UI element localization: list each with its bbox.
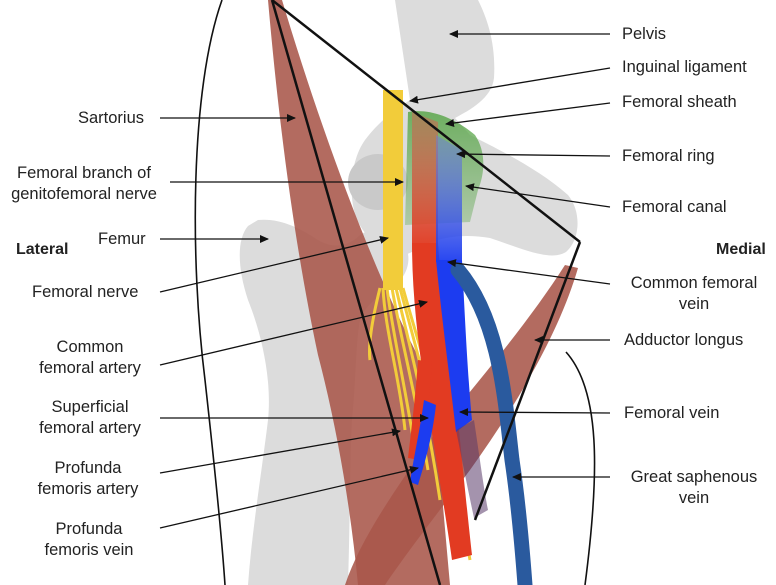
label-pfv-line2: femoris vein [44, 541, 134, 559]
adductor-border-line [473, 241, 582, 521]
label-common-femoral-vein: Common femoral vein [622, 273, 766, 315]
thigh-outline-right [565, 351, 596, 585]
label-femoral-branch-line1: Femoral branch of [17, 164, 151, 182]
label-inguinal-ligament: Inguinal ligament [622, 58, 747, 76]
label-gsv-line2: vein [678, 489, 710, 507]
common-femoral-artery [412, 112, 438, 245]
thigh-outline-left [194, 0, 226, 585]
label-adductor-longus: Adductor longus [624, 331, 744, 349]
label-common-femoral-artery: Common femoral artery [30, 337, 150, 379]
label-femoral-ring: Femoral ring [622, 147, 715, 165]
label-pfa-line2: femoris artery [37, 480, 139, 498]
label-great-saphenous-vein: Great saphenous vein [622, 467, 766, 509]
label-superficial-femoral-artery: Superficial femoral artery [28, 397, 152, 439]
label-sfa-line2: femoral artery [39, 419, 141, 437]
great-saphenous-vein [450, 262, 533, 585]
label-cfa-line2: femoral artery [39, 359, 141, 377]
label-femoral-nerve: Femoral nerve [32, 283, 139, 301]
label-femoral-vein: Femoral vein [624, 404, 720, 422]
common-femoral-vein [436, 135, 462, 262]
label-cfa-line1: Common [56, 338, 124, 356]
label-pfv-line1: Profunda [55, 520, 123, 538]
vein-shadow [456, 420, 488, 518]
inguinal-ligament-line [271, 0, 581, 243]
label-sartorius: Sartorius [78, 109, 145, 127]
label-femur: Femur [98, 230, 146, 248]
femoral-vein [436, 260, 472, 432]
label-femoral-sheath: Femoral sheath [622, 93, 737, 111]
label-pfa-line1: Profunda [54, 459, 122, 477]
label-pelvis: Pelvis [622, 25, 667, 43]
label-femoral-branch-line2: genitofemoral nerve [11, 185, 157, 203]
label-profunda-femoris-vein: Profunda femoris vein [30, 519, 148, 561]
superficial-femoral-artery [412, 243, 472, 560]
label-femoral-canal: Femoral canal [622, 198, 727, 216]
profunda-femoris-artery [408, 360, 432, 460]
label-gsv-line1: Great saphenous [630, 468, 758, 486]
lateral-label: Lateral [16, 241, 69, 258]
profunda-femoris-vein [410, 400, 436, 485]
femur-bone [239, 219, 409, 585]
medial-label: Medial [716, 241, 766, 258]
right-pointers [409, 30, 611, 481]
label-sfa-line1: Superficial [51, 398, 129, 416]
label-profunda-femoris-artery: Profunda femoris artery [28, 458, 148, 500]
label-cfv-line2: vein [678, 295, 710, 313]
label-femoral-branch: Femoral branch of genitofemoral nerve [2, 163, 166, 205]
sartorius-border-line [270, 0, 442, 585]
left-pointers [159, 114, 429, 529]
label-cfv-line1: Common femoral [630, 274, 758, 292]
